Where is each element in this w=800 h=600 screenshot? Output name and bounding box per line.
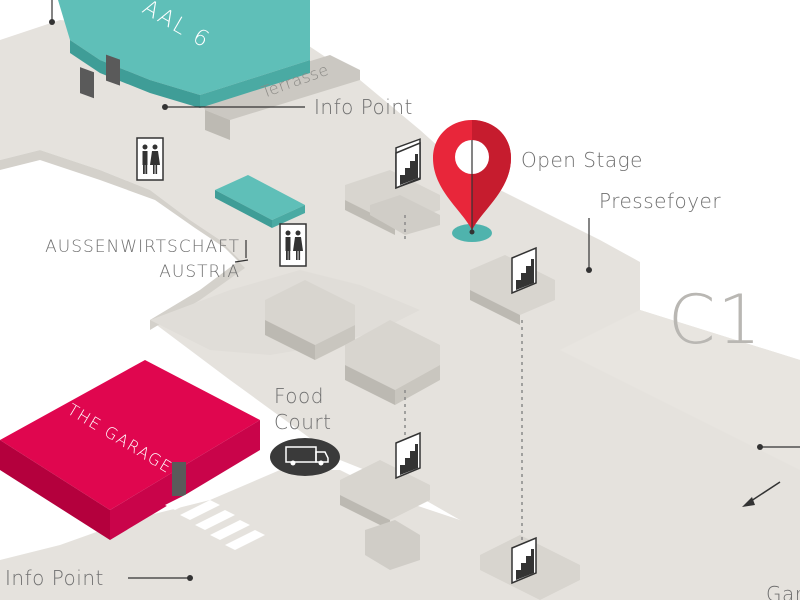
stairs-icon-2	[511, 246, 537, 295]
garage-edge-label: Gar	[766, 582, 800, 600]
floor-edge	[0, 150, 245, 330]
aussenwirtschaft-stand	[215, 175, 305, 228]
pressefoyer-label: Pressefoyer	[599, 189, 722, 213]
aussenwirtschaft-label-line1: AUSSENWIRTSCHAFT	[45, 237, 240, 257]
the-garage-building	[0, 360, 260, 540]
hall-6-building	[58, 0, 310, 108]
terrace-area	[200, 55, 360, 120]
crosswalk	[165, 490, 265, 550]
info-point-bottom-label: Info Point	[5, 566, 104, 590]
floor-right-lower	[620, 500, 800, 600]
open-stage-label: Open Stage	[521, 148, 643, 172]
direction-arrow-icon	[742, 481, 781, 507]
stairs-icon-3	[395, 431, 421, 480]
aussenwirtschaft-label-line2: AUSTRIA	[159, 262, 240, 282]
stairs-icon-4	[511, 536, 537, 585]
location-pin-icon	[433, 120, 511, 242]
food-truck-icon	[270, 438, 340, 476]
floor-right-corridor	[560, 310, 800, 470]
zone-code-label: C1	[668, 281, 763, 360]
leader-lines	[51, 0, 800, 579]
info-point-top-label: Info Point	[314, 95, 413, 119]
stairs-icon-1	[395, 141, 421, 190]
restroom-icon	[136, 137, 164, 181]
floor-lower	[0, 470, 600, 600]
restroom-icon-2	[279, 223, 307, 267]
terrace-wall	[205, 110, 230, 140]
food-court-label-line1: Food	[274, 384, 324, 408]
food-court-label-line2: Court	[274, 410, 332, 434]
leader-dots	[49, 19, 763, 581]
